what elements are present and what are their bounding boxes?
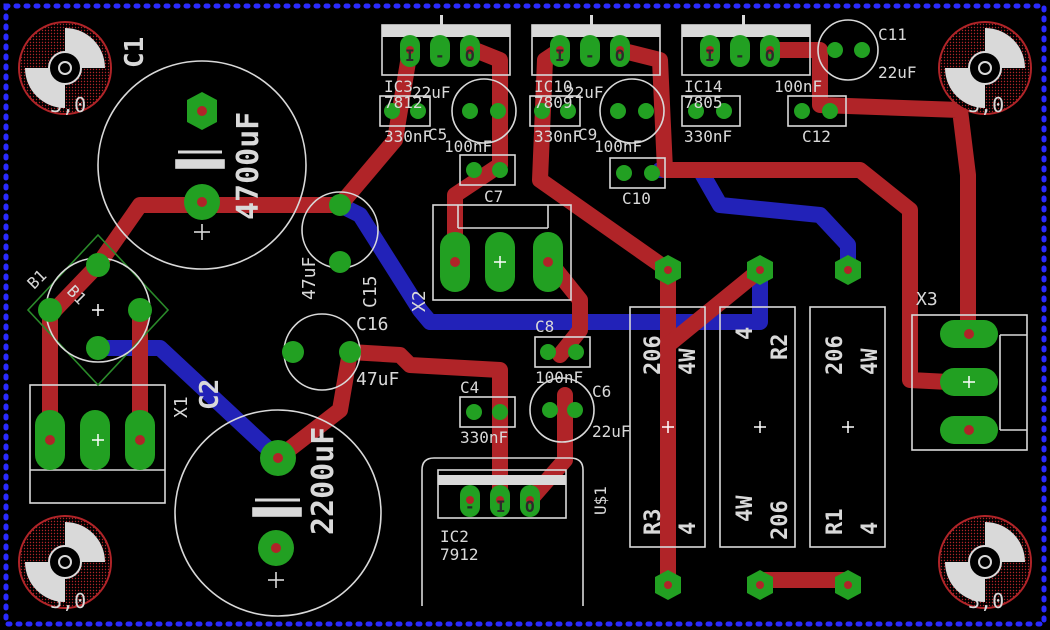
c15-value: 47uF <box>299 257 320 300</box>
c7-value: 100nF <box>444 137 492 156</box>
c5-value: 22uF <box>412 83 451 102</box>
ic14-value: 7805 <box>684 93 723 112</box>
c6-name: C6 <box>592 382 611 401</box>
r1-name: R1 <box>823 509 848 536</box>
r2-power: 4W <box>733 495 758 522</box>
ic10-value: 7809 <box>534 93 573 112</box>
ic10-name: IC10 <box>534 77 573 96</box>
r1-size: 206 <box>823 335 848 375</box>
c7-name: C7 <box>484 187 503 206</box>
ic14-name: IC14 <box>684 77 723 96</box>
c5-name: C5 <box>428 125 447 144</box>
ic3-pin-2: - <box>435 46 445 65</box>
board-outline <box>3 3 1047 627</box>
ic10-pin-3: O <box>615 46 625 65</box>
ic2-name: IC2 <box>440 527 469 546</box>
c4-value: 330nF <box>460 428 508 447</box>
us1-name: U$1 <box>591 486 610 515</box>
c12-name: C12 <box>802 127 831 146</box>
ic10-pin-1: I <box>555 46 565 65</box>
ic2-value: 7912 <box>440 545 479 564</box>
c6-value: 22uF <box>592 422 631 441</box>
ic3-name: IC3 <box>384 77 413 96</box>
c11-name: C11 <box>878 25 907 44</box>
ic14-pin-2: - <box>735 46 745 65</box>
c2-name: C2 <box>195 379 225 410</box>
x1-name: X1 <box>171 396 192 418</box>
b1-name: B1 <box>23 266 50 293</box>
c13-value: 330nF <box>684 127 732 146</box>
c1-value: 4700uF <box>231 112 266 220</box>
c10-value: 100nF <box>594 137 642 156</box>
c8-name: C8 <box>535 317 554 336</box>
r3-size: 206 <box>641 335 666 375</box>
ic2-pin-1: - <box>465 497 475 516</box>
x3-name: X3 <box>916 289 938 310</box>
r2-size: 206 <box>768 500 793 540</box>
r3-name: R3 <box>641 509 666 536</box>
ic14-pin-3: O <box>765 46 775 65</box>
c1-name: C1 <box>120 37 150 68</box>
r3-power: 4W <box>676 348 701 375</box>
c3-value: 330nF <box>384 127 432 146</box>
drill-holes <box>45 46 974 589</box>
mount-hole-bl <box>18 515 112 609</box>
mount-hole-bl-label: 3,0 <box>50 589 86 613</box>
mount-hole-br-label: 3,0 <box>968 589 1004 613</box>
ic14-pin-1: I <box>705 46 715 65</box>
r1-power: 4W <box>858 348 883 375</box>
c16-value: 47uF <box>356 369 399 390</box>
c8-value: 100nF <box>535 368 583 387</box>
mount-hole-br <box>938 515 1032 609</box>
mount-hole-tr <box>938 21 1032 115</box>
c15-name: C15 <box>360 275 381 308</box>
r1-value: 4 <box>858 522 883 535</box>
c9b-value: 330nF <box>534 127 582 146</box>
c2-value: 2200uF <box>306 427 341 535</box>
ic3-pin-1: I <box>405 46 415 65</box>
center-marks <box>92 256 975 446</box>
r2-value: 4 <box>733 327 758 340</box>
c12-value: 100nF <box>774 77 822 96</box>
c9-name: C9 <box>578 125 597 144</box>
ic2-pin-2: I <box>496 497 506 516</box>
c11-value: 22uF <box>878 63 917 82</box>
c16-name: C16 <box>356 314 389 335</box>
x2-name: X2 <box>409 290 430 312</box>
ic3-pin-3: O <box>465 46 475 65</box>
mount-holes <box>18 21 1032 609</box>
ic3-value: 7812 <box>384 93 423 112</box>
mount-hole-tl-label: 3,0 <box>50 93 86 117</box>
r2-name: R2 <box>768 334 793 361</box>
ic10-pin-2: - <box>585 46 595 65</box>
mount-hole-tr-label: 3,0 <box>968 93 1004 117</box>
c10-name: C10 <box>622 189 651 208</box>
mount-hole-tl <box>18 21 112 115</box>
r3-value: 4 <box>676 522 701 535</box>
c9-value: 22uF <box>565 83 604 102</box>
c4-name: C4 <box>460 378 479 397</box>
ic2-pin-3: O <box>525 497 535 516</box>
ic-tabs <box>382 15 810 485</box>
